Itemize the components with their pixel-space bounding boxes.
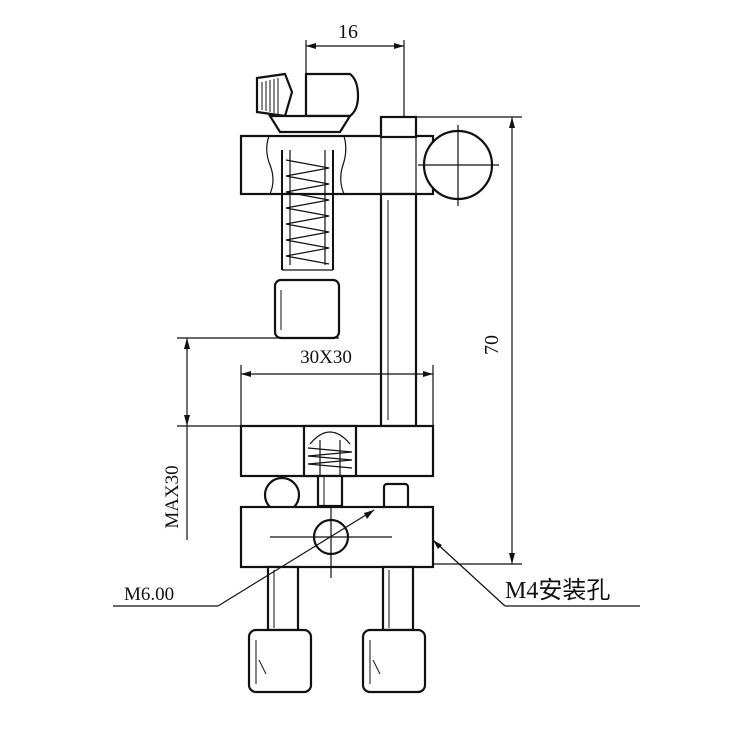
right-leg xyxy=(381,565,415,632)
guide-pin xyxy=(382,482,410,510)
thumb-screw-head xyxy=(255,72,360,134)
callout-m6: M6.00 xyxy=(113,509,375,607)
right-foot xyxy=(361,628,427,694)
lower-jaw xyxy=(239,505,435,578)
left-foot xyxy=(247,628,313,694)
spring-assembly xyxy=(281,150,334,271)
dimension-16-label: 16 xyxy=(338,21,358,43)
dimension-30x30-label: 30X30 xyxy=(300,347,352,368)
plunger-tip xyxy=(273,278,341,340)
dimension-70: 70 xyxy=(416,116,522,565)
dimension-max30-label: MAX30 xyxy=(162,465,183,528)
dimension-max30: MAX30 xyxy=(162,337,339,540)
clamp-knob xyxy=(418,125,499,206)
callout-m4: M4安装孔 xyxy=(432,539,640,607)
callout-m6-label: M6.00 xyxy=(124,584,174,605)
jaw-screw xyxy=(316,474,344,508)
top-arm xyxy=(239,134,435,196)
callout-m4-label: M4安装孔 xyxy=(505,577,610,604)
post-cap xyxy=(379,115,418,139)
dimension-30x30: 30X30 xyxy=(240,347,434,426)
left-leg xyxy=(266,565,300,632)
dimension-16: 16 xyxy=(305,21,405,117)
upper-jaw xyxy=(239,424,435,478)
vertical-post xyxy=(379,192,418,428)
dimension-70-label: 70 xyxy=(481,335,503,355)
